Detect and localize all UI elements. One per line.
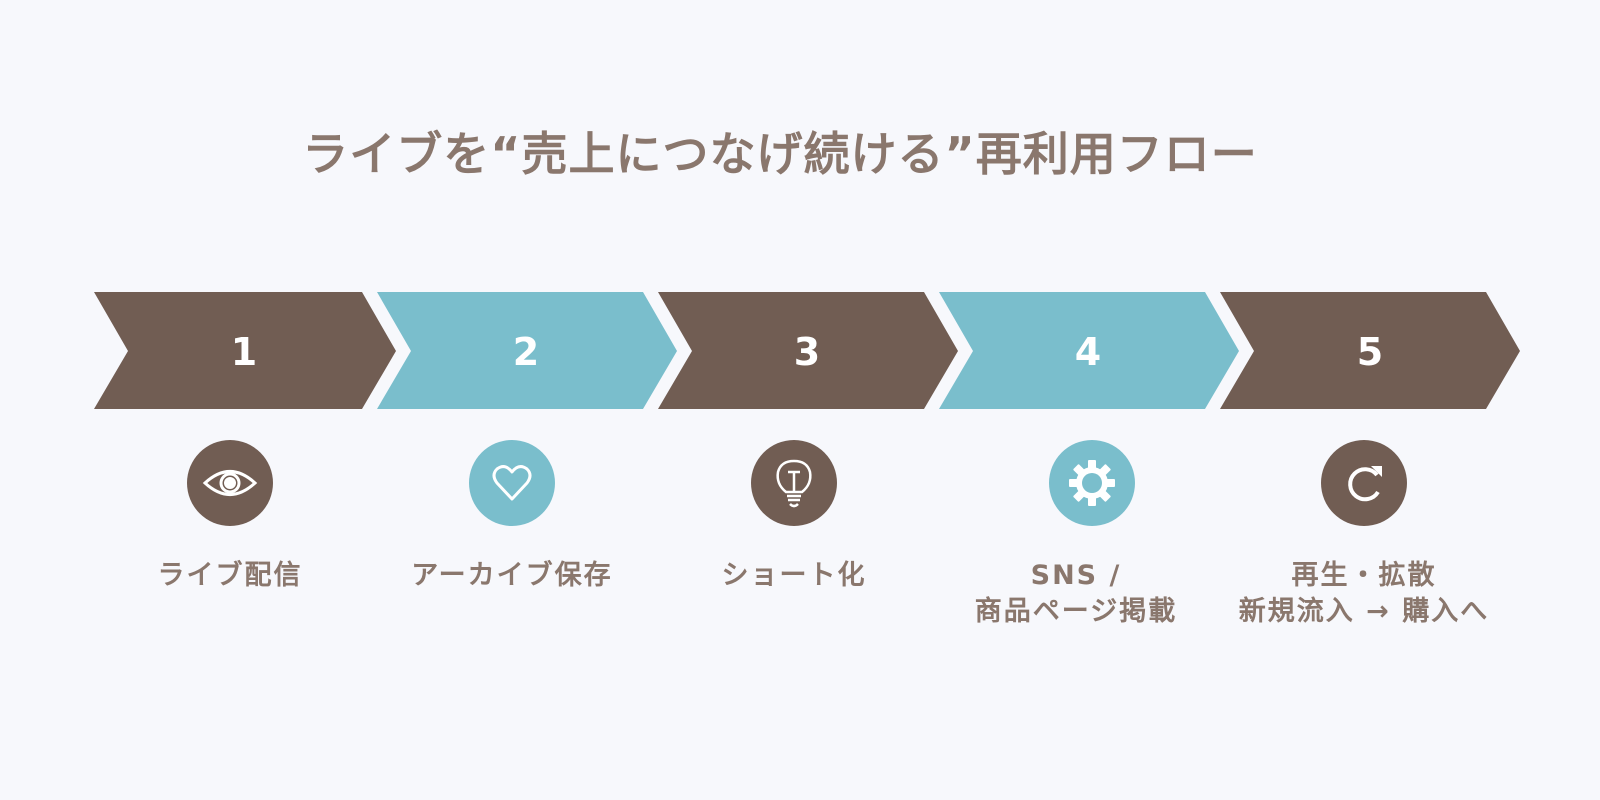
step-label-2: アーカイブ保存: [411, 560, 613, 591]
step-icon-1: [187, 440, 273, 526]
step-chevron-4: 4: [939, 292, 1239, 409]
step-number: 3: [794, 330, 820, 374]
step-number: 4: [1075, 330, 1101, 374]
step-label-5: 再生・拡散 新規流入 → 購入へ: [1238, 560, 1490, 627]
step-chevron-2: 2: [377, 292, 677, 409]
step-label-4: SNS / 商品ページ掲載: [974, 560, 1178, 627]
gear-icon: [1069, 460, 1115, 506]
step-icon-3: [751, 440, 837, 526]
step-number: 1: [231, 330, 257, 374]
eye-icon: [202, 470, 258, 496]
refresh-icon: [1348, 466, 1382, 502]
step-label-3: ショート化: [721, 560, 867, 591]
step-chevron-1: 1: [94, 292, 396, 409]
step-number: 5: [1357, 330, 1383, 374]
step-icon-5: [1321, 440, 1407, 526]
step-chevron-3: 3: [658, 292, 958, 409]
step-chevron-5: 5: [1220, 292, 1520, 409]
step-label-1: ライブ配信: [157, 560, 303, 591]
step-number: 2: [513, 330, 539, 374]
step-icon-4: [1049, 440, 1135, 526]
step-icon-2: [469, 440, 555, 526]
heart-icon: [492, 465, 532, 501]
diagram-title: ライブを“売上につなげ続ける”再利用フロー: [302, 127, 1258, 181]
lightbulb-icon: [776, 459, 812, 508]
